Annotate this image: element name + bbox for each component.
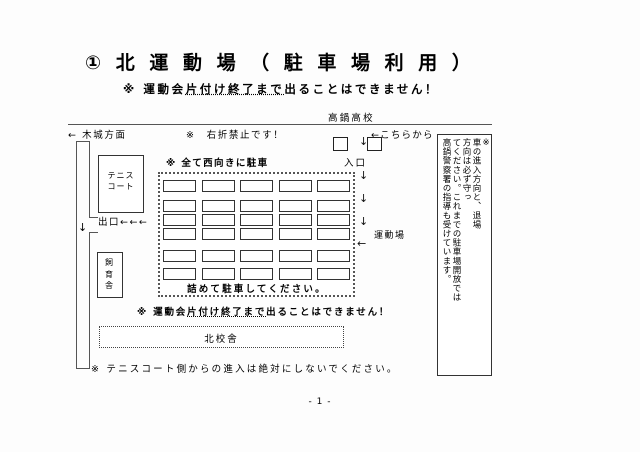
notice-column-1: 車の進入方向と、退場 bbox=[471, 138, 481, 229]
parking-stall bbox=[163, 214, 196, 226]
title-number: ① bbox=[85, 52, 106, 74]
subtitle-underlined: 片付け終了まで bbox=[185, 82, 285, 96]
athletic-field-label: 運動場 bbox=[374, 231, 406, 241]
parking-stall bbox=[201, 200, 235, 212]
entrance-label: 入口 bbox=[344, 158, 368, 169]
tennis-court-label-line1: テニス bbox=[107, 171, 135, 180]
parking-stall bbox=[317, 214, 350, 226]
parking-stall bbox=[278, 180, 312, 192]
north-building-shape bbox=[99, 326, 344, 348]
parking-stall bbox=[240, 180, 273, 192]
notice-column-0: ※ bbox=[481, 138, 491, 149]
parking-stall bbox=[163, 228, 196, 240]
outer-road-line bbox=[76, 141, 77, 368]
tennis-court-label-line2: コート bbox=[107, 182, 135, 191]
inner-road-upper-connector bbox=[89, 217, 98, 218]
parking-stall bbox=[317, 200, 350, 212]
no-right-turn-label: ※ 右折禁止です！ bbox=[186, 130, 285, 141]
parking-stall bbox=[317, 180, 350, 192]
entry-from-label: ←こちらから bbox=[371, 130, 434, 141]
arrow-down-icon-entrance-2: ↓ bbox=[359, 192, 369, 205]
parking-stall bbox=[240, 228, 273, 240]
parking-stall bbox=[163, 250, 196, 262]
notice-column-3: てください。これまでの駐車場開放では bbox=[451, 138, 461, 302]
page-number: - 1 - bbox=[308, 397, 332, 407]
title-text: 北 運 動 場 （ 駐 車 場 利 用 ） bbox=[115, 52, 475, 74]
parking-stall bbox=[317, 228, 350, 240]
outer-road-top-connector bbox=[76, 141, 89, 142]
shed-shape bbox=[97, 252, 123, 298]
shed-label-char-1: 育 bbox=[105, 269, 113, 279]
shed-label-char-0: 飼 bbox=[105, 258, 113, 267]
notice-column-2: 方向は必ず守っ bbox=[461, 138, 471, 202]
tennis-court-shape bbox=[98, 155, 144, 213]
parking-pack-note: 詰めて駐車してください。 bbox=[187, 284, 327, 295]
parking-stall bbox=[201, 180, 235, 192]
north-building-label: 北校舎 bbox=[204, 334, 239, 345]
school-label: 高鍋高校 bbox=[328, 113, 375, 124]
parking-stall bbox=[240, 250, 273, 262]
parking-stall bbox=[240, 200, 273, 212]
arrow-down-icon-entrance-1: ↓ bbox=[359, 169, 369, 182]
parking-stall bbox=[201, 268, 235, 280]
parking-stall-row bbox=[163, 214, 350, 226]
parking-stall bbox=[240, 268, 273, 280]
inner-road-lower-connector bbox=[89, 232, 98, 233]
arrow-down-icon-entrance-3: ↓ bbox=[359, 215, 369, 228]
road-direction-label: ← 木城方面 bbox=[68, 130, 127, 141]
subtitle-suffix: 出ることはできません！ bbox=[284, 82, 440, 96]
parking-stall bbox=[278, 250, 312, 262]
parking-stall bbox=[278, 214, 312, 226]
parking-stall bbox=[201, 250, 235, 262]
bottom-warning-underlined: 片付け終了まで bbox=[187, 307, 267, 318]
tennis-court-label: テニス コート bbox=[104, 170, 138, 192]
arrow-down-icon-entrance-top: ↓ bbox=[359, 135, 369, 148]
parking-stall-row bbox=[163, 268, 350, 280]
top-road-line bbox=[68, 124, 492, 125]
parking-stall bbox=[278, 200, 312, 212]
arrow-left-icon-parking: ← bbox=[357, 237, 367, 250]
parking-stall bbox=[201, 228, 235, 240]
parking-stall bbox=[163, 200, 196, 212]
subtitle-prefix: ※ 運動会 bbox=[123, 82, 186, 96]
shed-label: 飼 育 舎 bbox=[101, 257, 117, 292]
parking-stall-row bbox=[163, 200, 350, 212]
notice-column-4: 高鍋警察署の指導も受けています。 bbox=[441, 138, 451, 284]
page-title: ① 北 運 動 場 （ 駐 車 場 利 用 ） bbox=[85, 48, 475, 75]
parking-direction-note: ※ 全て西向きに駐車 bbox=[166, 158, 269, 169]
parking-stall-row bbox=[163, 228, 350, 240]
final-note: ※ テニスコート側からの進入は絶対にしないでください。 bbox=[91, 364, 399, 375]
notice-text-columns: ※ 車の進入方向と、退場 方向は必ず守っ てください。これまでの駐車場開放では … bbox=[439, 138, 491, 372]
parking-stall bbox=[278, 268, 312, 280]
inner-road-upper bbox=[89, 141, 90, 217]
shed-label-char-2: 舎 bbox=[105, 281, 113, 290]
bottom-warning-prefix: ※ 運動会 bbox=[137, 307, 188, 318]
parking-stall-row bbox=[163, 250, 350, 262]
parking-stall bbox=[163, 180, 196, 192]
notice-box bbox=[437, 134, 492, 376]
gate-post-left bbox=[333, 137, 348, 151]
exit-label: 出口←←← bbox=[98, 217, 149, 228]
outer-road-bottom-connector bbox=[76, 368, 90, 369]
parking-stall bbox=[278, 228, 312, 240]
parking-stall bbox=[317, 250, 350, 262]
parking-stall bbox=[240, 214, 273, 226]
inner-road-lower bbox=[89, 232, 90, 368]
bottom-warning: ※ 運動会片付け終了まで出ることはできません！ bbox=[137, 304, 390, 318]
page-subtitle: ※ 運動会片付け終了まで出ることはできません！ bbox=[123, 81, 439, 97]
gate-post-right bbox=[367, 137, 382, 151]
parking-stall bbox=[317, 268, 350, 280]
parking-stall-row bbox=[163, 180, 350, 192]
bottom-warning-suffix: 出ることはできません！ bbox=[266, 307, 391, 318]
parking-stall bbox=[163, 268, 196, 280]
arrow-down-icon: ↓ bbox=[78, 221, 88, 234]
parking-stall bbox=[201, 214, 235, 226]
